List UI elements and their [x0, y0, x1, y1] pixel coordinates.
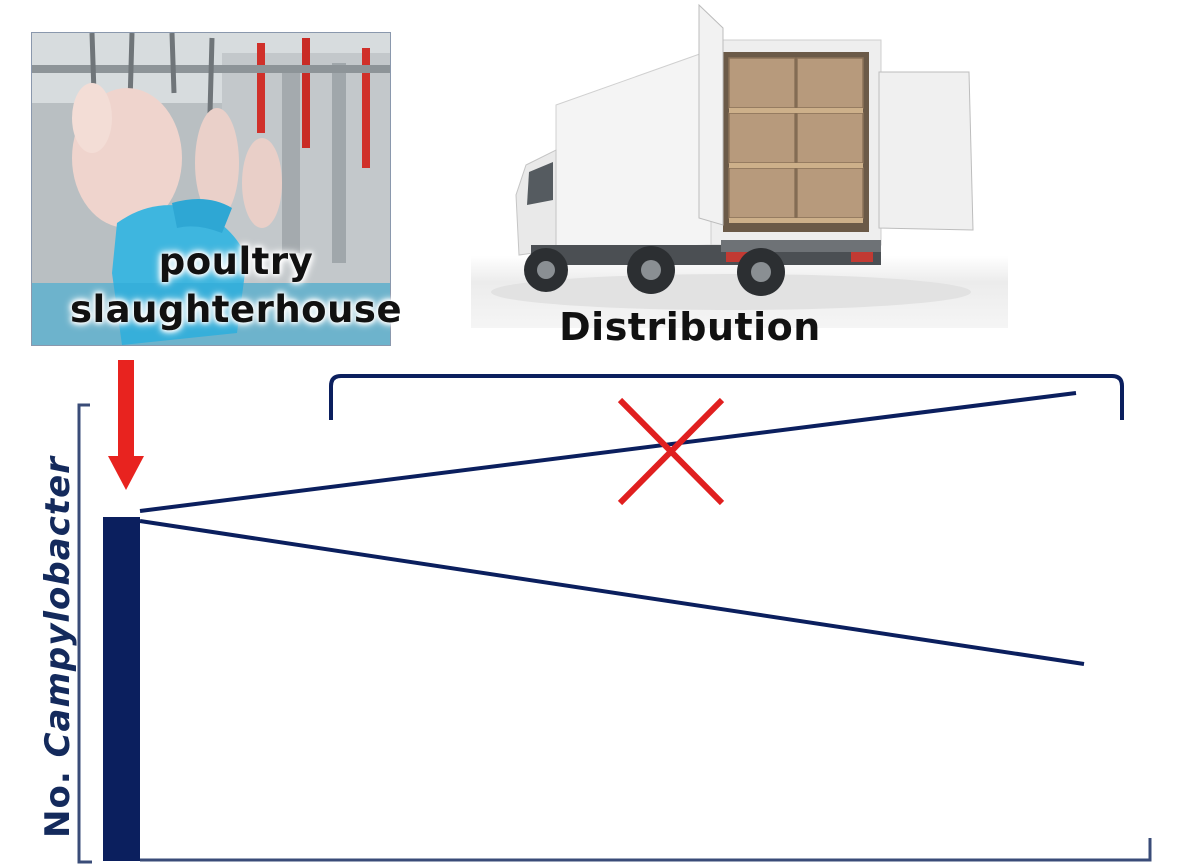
slaughterhouse-caption-line1: poultry: [158, 240, 314, 283]
distribution-bracket: [329, 374, 1124, 420]
y-axis-label-organism: Campylobacter: [38, 456, 78, 758]
slaughterhouse-photo: [31, 32, 391, 346]
slaughterhouse-caption: poultry slaughterhouse: [31, 238, 441, 334]
decrease-line: [139, 519, 1085, 666]
distribution-caption: Distribution: [559, 305, 821, 349]
truck-illustration: [491, 3, 974, 310]
initial-count-bar: [103, 517, 140, 861]
truck-photo: [471, 0, 1008, 328]
y-axis: [77, 403, 92, 864]
y-axis-label-prefix: No.: [38, 770, 78, 838]
x-axis: [140, 838, 1152, 862]
increase-line: [139, 391, 1077, 513]
slaughterhouse-caption-line2: slaughterhouse: [69, 288, 403, 331]
rejected-cross-icon: [617, 397, 725, 506]
slaughterhouse-illustration: [32, 33, 390, 345]
down-arrow-icon: [108, 360, 144, 490]
y-axis-label: No. Campylobacter: [38, 456, 78, 838]
